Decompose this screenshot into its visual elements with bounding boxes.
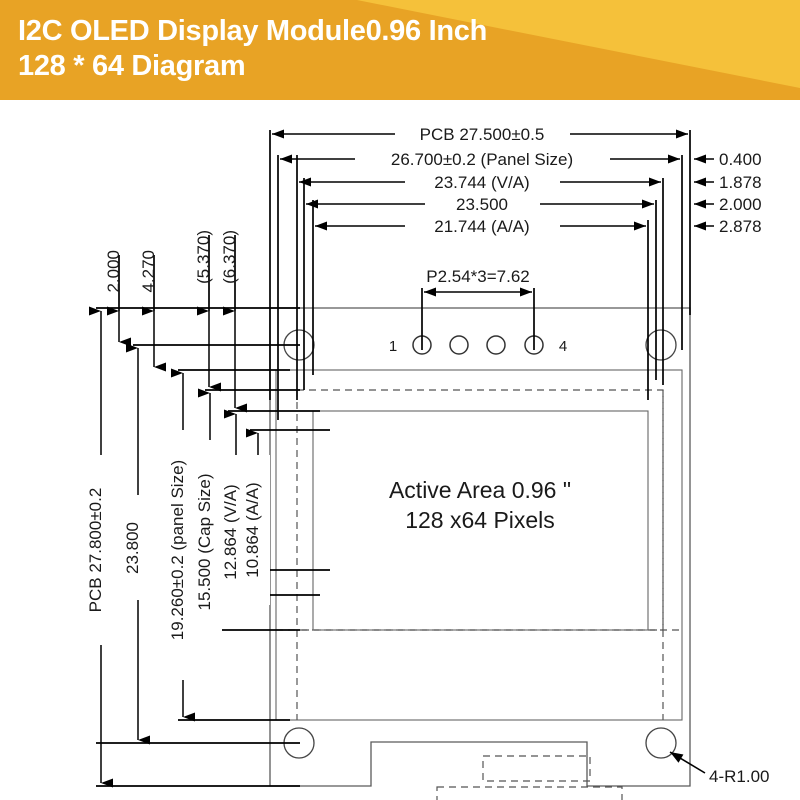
component-rect-large bbox=[436, 786, 623, 800]
dimlabel-left-5370: (5.370) bbox=[194, 230, 213, 284]
pin-label-first: 1 bbox=[389, 338, 397, 355]
active-area-line1: Active Area 0.96 " bbox=[389, 477, 571, 503]
dimlabel-cap-width: 23.500 bbox=[456, 195, 508, 214]
dimlabel-bg-2 bbox=[355, 147, 610, 171]
corner-radius-leader bbox=[669, 751, 706, 774]
dimlabel-va-height: 12.864 (V/A) bbox=[221, 484, 240, 579]
dimlabel-bg-v1 bbox=[89, 455, 113, 645]
dimlabel-panel-width: 26.700±0.2 (Panel Size) bbox=[391, 150, 573, 169]
dimlabel-panel-height: 19.260±0.2 (panel Size) bbox=[168, 460, 187, 640]
dimlabel-aa-width: 21.744 (A/A) bbox=[434, 217, 529, 236]
dimlabel-height-23800: 23.800 bbox=[123, 522, 142, 574]
dimlabel-bg-v2 bbox=[126, 495, 150, 600]
panel-outline bbox=[275, 369, 683, 721]
dimlabel-left-6370: (6.370) bbox=[220, 230, 239, 284]
dimlabel-right-0400: 0.400 bbox=[719, 150, 762, 169]
dimlabel-bg-v5 bbox=[224, 455, 248, 610]
pin-label-last: 4 bbox=[559, 338, 567, 355]
pin-hole-3 bbox=[486, 335, 506, 355]
mounting-hole-bottom-right bbox=[645, 727, 677, 759]
header-bg-dark-tail bbox=[770, 88, 800, 100]
pitch-label: P2.54*3=7.62 bbox=[426, 267, 530, 286]
dimlabel-bg-1 bbox=[395, 122, 570, 146]
dimlabel-bg-v6 bbox=[246, 455, 270, 605]
corner-radius-label: 4-R1.00 bbox=[709, 767, 769, 786]
active-area-line2: 128 x64 Pixels bbox=[405, 507, 555, 533]
dimlabel-right-1878: 1.878 bbox=[719, 173, 762, 192]
header-bg-light bbox=[357, 0, 800, 88]
page-title: I2C OLED Display Module0.96 Inch 128 * 6… bbox=[18, 15, 488, 82]
dimlabel-left-2000: 2.000 bbox=[104, 250, 123, 293]
dimlabel-cap-height: 15.500 (Cap Size) bbox=[195, 473, 214, 610]
active-area-rect bbox=[312, 410, 649, 631]
dimlabel-left-4270: 4.270 bbox=[139, 250, 158, 293]
drawing-canvas: 1 4 P2.54*3=7.62 PCB 27.500±0.5 bbox=[86, 122, 769, 800]
pcb-outline bbox=[269, 307, 691, 787]
component-rect-small bbox=[482, 755, 591, 782]
dimlabel-bg-3 bbox=[405, 170, 560, 194]
dimlabel-right-2878: 2.878 bbox=[719, 217, 762, 236]
dimlabel-pcb-height: PCB 27.800±0.2 bbox=[86, 488, 105, 613]
mounting-hole-top-right bbox=[645, 329, 677, 361]
dimlabel-pcb-width: PCB 27.500±0.5 bbox=[420, 125, 545, 144]
header-banner: I2C OLED Display Module0.96 Inch 128 * 6… bbox=[0, 0, 800, 100]
dimlabel-va-width: 23.744 (V/A) bbox=[434, 173, 529, 192]
dimlabel-bg-v4 bbox=[198, 440, 222, 645]
header-background bbox=[0, 0, 800, 100]
dimlabel-bg-5 bbox=[405, 214, 560, 238]
technical-drawing: 1 4 P2.54*3=7.62 PCB 27.500±0.5 bbox=[0, 100, 800, 800]
dimlabel-aa-height: 10.864 (A/A) bbox=[243, 482, 262, 577]
dimlabel-right-2000: 2.000 bbox=[719, 195, 762, 214]
dimlabel-bg-v3 bbox=[171, 430, 195, 680]
dimlabel-bg-4 bbox=[425, 192, 540, 216]
pin-hole-2 bbox=[449, 335, 469, 355]
